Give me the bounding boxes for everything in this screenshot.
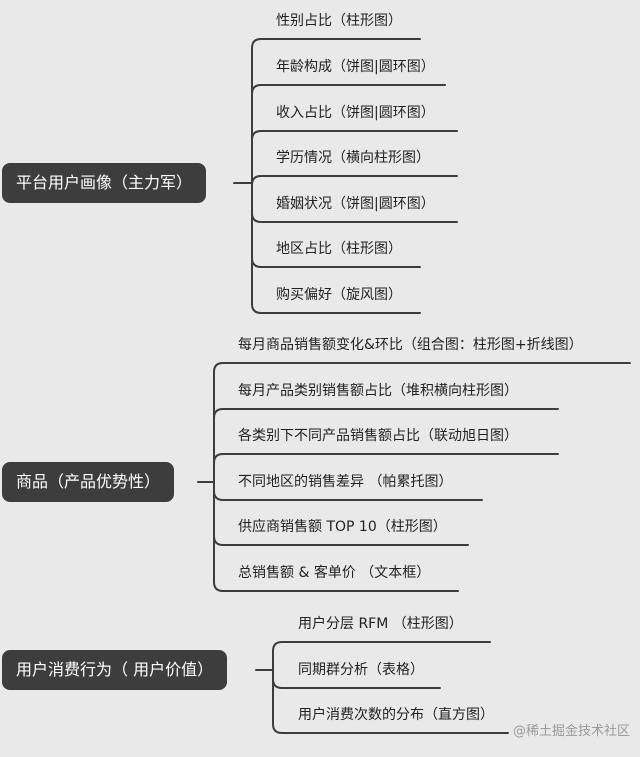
connector-branch-line [213,481,459,592]
connector-branch-line [251,175,458,186]
leaf-region-ratio: 地区占比（柱形图） [276,241,402,257]
leaf-cohort-analysis: 同期群分析（表格） [298,662,424,678]
leaf-marital-status: 婚姻状况（饼图|圆环图） [276,196,435,212]
root-node-products: 商品（产品优势性） [2,462,175,502]
leaf-income-ratio: 收入占比（饼图|圆环图） [276,105,435,121]
connector-branch-line [251,38,421,184]
watermark: @稀土掘金技术社区 [512,724,630,739]
leaf-monthly-sales-change: 每月商品销售额变化&环比（组合图：柱形图+折线图） [238,337,583,353]
leaf-rfm-segmentation: 用户分层 RFM （柱形图） [298,616,463,632]
connector-branch-line [213,453,559,483]
leaf-supplier-top10: 供应商销售额 TOP 10（柱形图） [238,519,447,535]
leaf-regional-sales-diff: 不同地区的销售差异 （帕累托图） [238,474,453,490]
root-node-user-profile: 平台用户画像（主力军） [2,163,207,203]
connector-branch-line [213,362,631,483]
connector-branch-line [272,641,491,671]
leaf-total-sales-aov: 总销售额 & 客单价 （文本框） [238,565,431,581]
leaf-gender-ratio: 性别占比（柱形图） [276,13,402,29]
connector-branch-line [251,182,421,314]
leaf-age-composition: 年龄构成（饼图|圆环图） [276,59,435,75]
leaf-purchase-preference: 购买偏好（旋风图） [276,287,402,303]
leaf-monthly-category-share: 每月产品类别销售额占比（堆积横向柱形图） [238,383,518,399]
connector-branch-line [272,669,509,734]
connector-branch-line [251,84,446,184]
leaf-category-product-share: 各类别下不同产品销售额占比（联动旭日图） [238,428,518,444]
root-node-consumer-behavior: 用户消费行为（ 用户价值） [2,650,228,690]
leaf-purchase-frequency: 用户消费次数的分布（直方图） [298,707,494,723]
leaf-education: 学历情况（横向柱形图） [276,150,430,166]
connector-branch-line [213,408,559,483]
connector-branch-line [251,130,458,184]
